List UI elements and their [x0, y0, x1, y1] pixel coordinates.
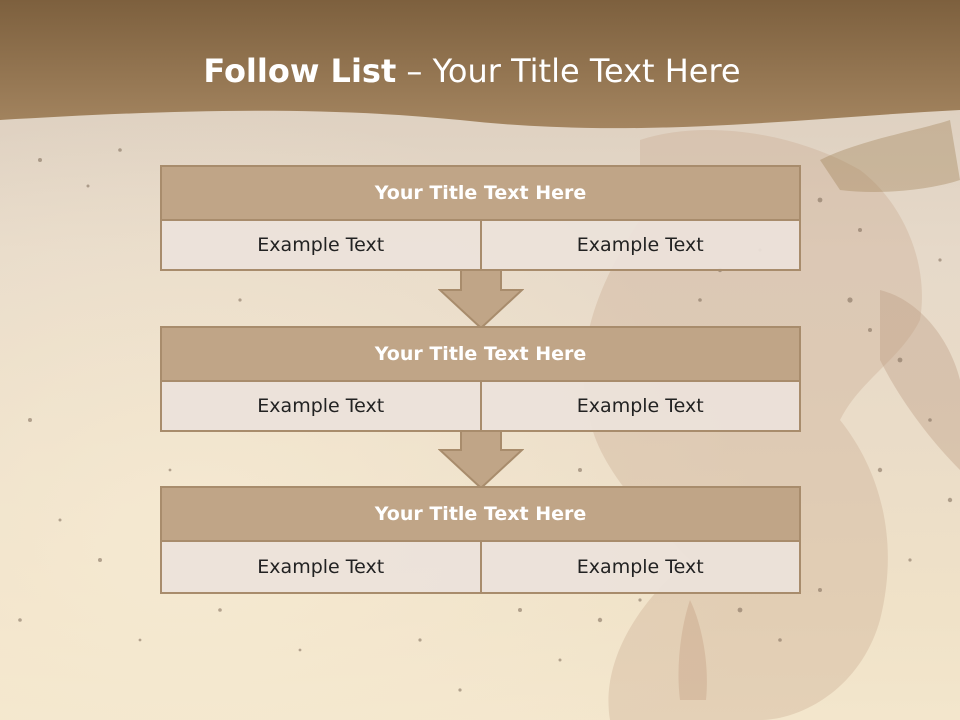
- step-cell-left: Example Text: [162, 382, 480, 430]
- down-arrow-icon: [438, 430, 524, 490]
- step-title: Your Title Text Here: [160, 486, 801, 542]
- step-cell-left: Example Text: [162, 542, 480, 592]
- step-row: Example Text Example Text: [160, 542, 801, 594]
- step-cell-left: Example Text: [162, 221, 480, 269]
- down-arrow-icon: [438, 270, 524, 330]
- title-rest: – Your Title Text Here: [396, 52, 741, 90]
- step-row: Example Text Example Text: [160, 221, 801, 271]
- step-block-3: Your Title Text Here Example Text Exampl…: [160, 486, 801, 594]
- slide-title: Follow List – Your Title Text Here: [0, 52, 944, 90]
- header-band: [0, 0, 960, 129]
- step-cell-right: Example Text: [479, 221, 799, 269]
- step-row: Example Text Example Text: [160, 382, 801, 432]
- step-block-2: Your Title Text Here Example Text Exampl…: [160, 326, 801, 432]
- step-title: Your Title Text Here: [160, 165, 801, 221]
- step-cell-right: Example Text: [479, 382, 799, 430]
- step-cell-right: Example Text: [479, 542, 799, 592]
- step-block-1: Your Title Text Here Example Text Exampl…: [160, 165, 801, 271]
- title-bold: Follow List: [203, 52, 397, 90]
- step-title: Your Title Text Here: [160, 326, 801, 382]
